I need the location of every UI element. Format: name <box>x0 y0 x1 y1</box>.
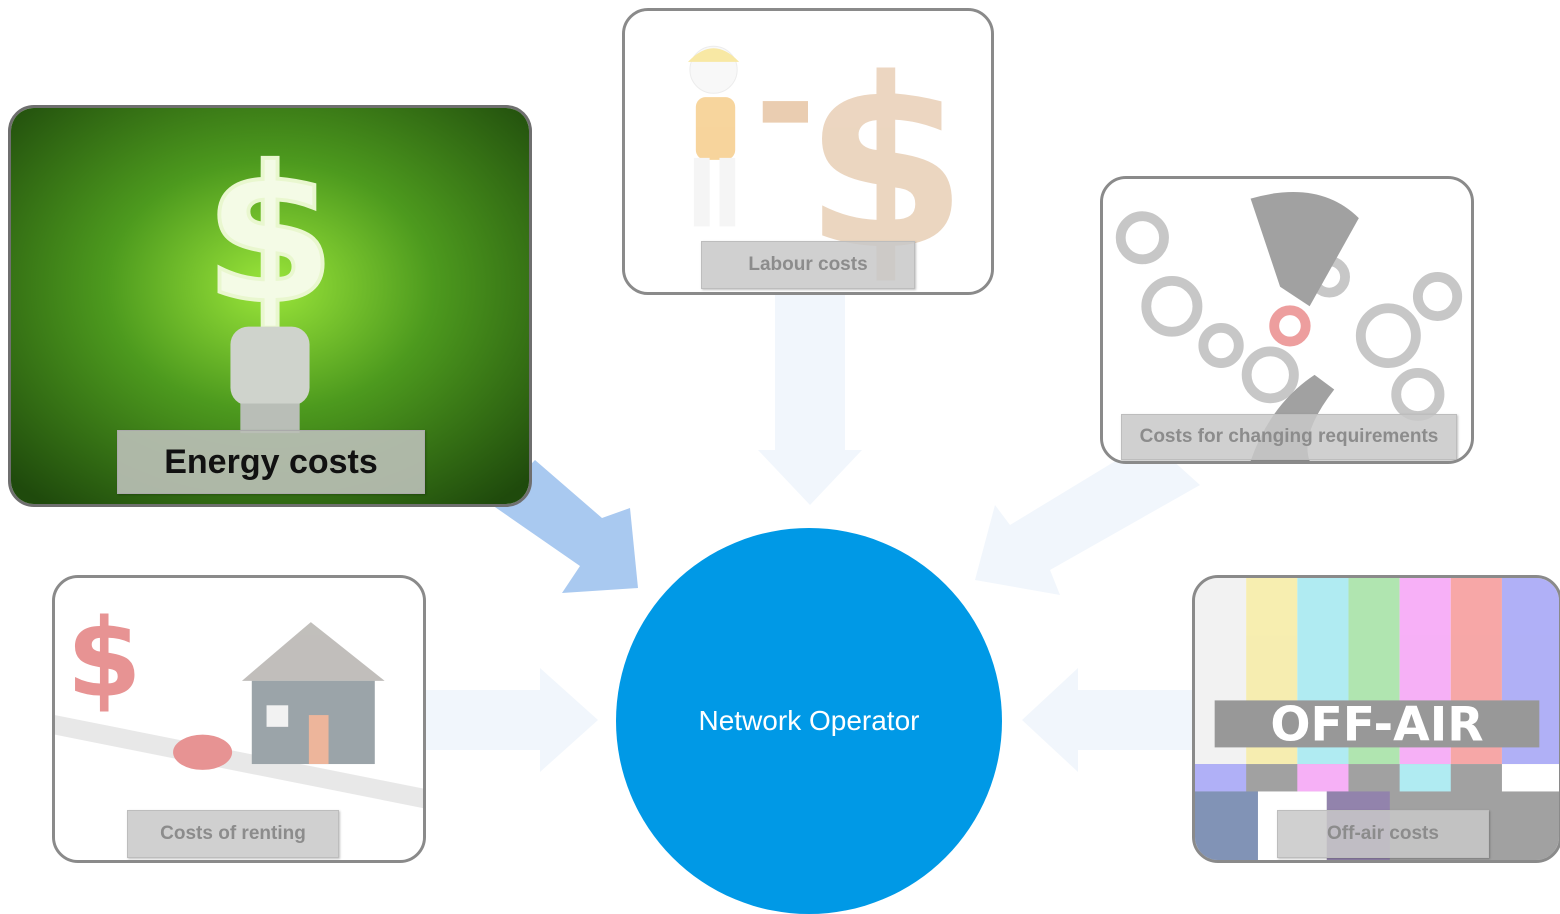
off-air-image-text: OFF-AIR <box>1270 698 1483 753</box>
network-operator-node[interactable]: Network Operator <box>616 528 1002 914</box>
labour-arrow <box>758 290 862 505</box>
energy-costs-label: Energy costs <box>117 430 425 494</box>
energy-costs-card[interactable]: $ Energy costs <box>8 105 532 507</box>
renting-costs-label: Costs of renting <box>127 810 339 858</box>
off-air-costs-label: Off-air costs <box>1277 810 1489 858</box>
worker-dollar-icon: $ <box>625 11 991 292</box>
requirements-arrow <box>975 440 1200 595</box>
changing-requirements-label: Costs for changing requirements <box>1121 414 1457 460</box>
svg-text:$: $ <box>205 127 336 345</box>
renting-costs-card[interactable]: $ Costs of renting <box>52 575 426 863</box>
labour-costs-label: Labour costs <box>701 241 915 289</box>
off-air-costs-card[interactable]: OFF-AIR Off-air costs <box>1192 575 1560 863</box>
changing-requirements-card[interactable]: Costs for changing requirements <box>1100 176 1474 464</box>
renting-arrow <box>420 668 598 772</box>
svg-text:$: $ <box>67 597 142 722</box>
network-operator-label: Network Operator <box>698 705 920 736</box>
labour-costs-card[interactable]: $ Labour costs <box>622 8 994 295</box>
offair-arrow <box>1022 668 1195 772</box>
